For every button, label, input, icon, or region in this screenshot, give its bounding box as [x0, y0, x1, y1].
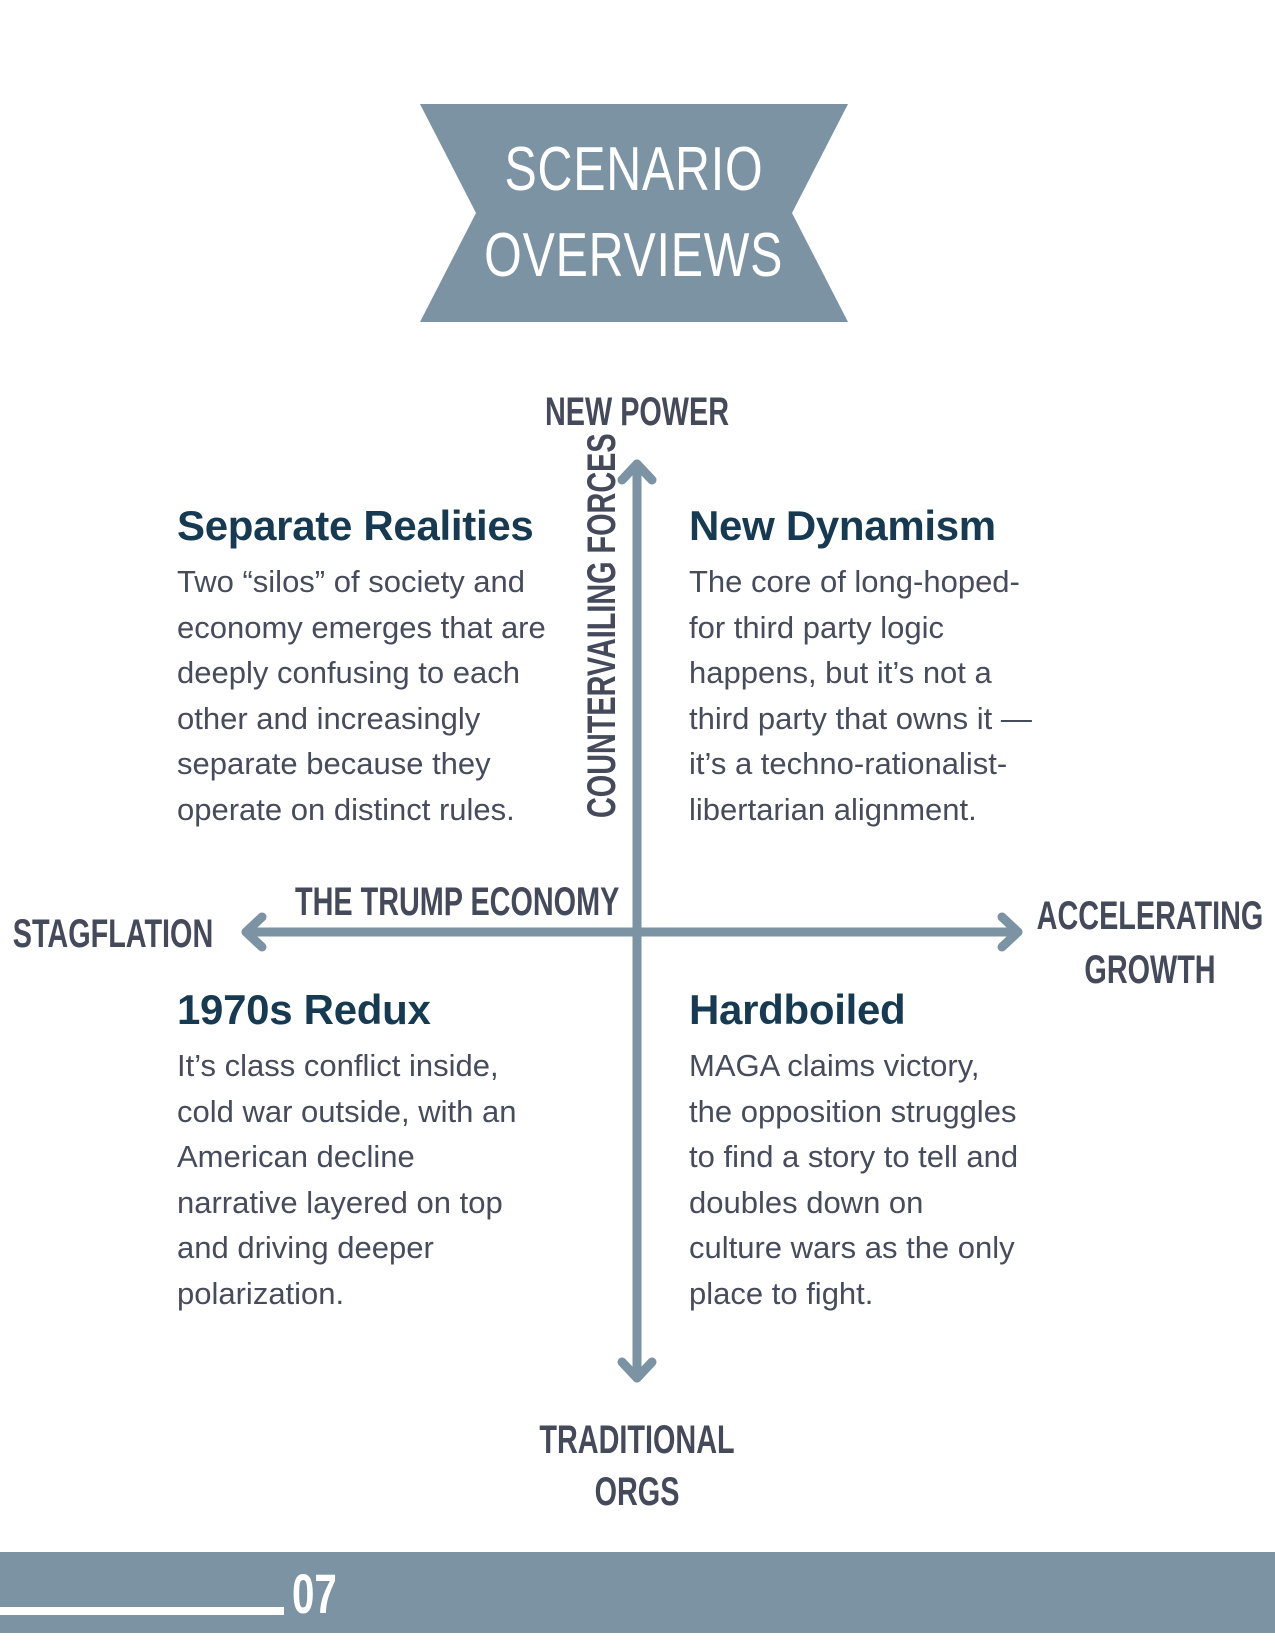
- quadrant-description: It’s class conflict inside, cold war out…: [177, 1048, 517, 1311]
- quadrant-1970s-redux: 1970s Redux It’s class conflict inside, …: [177, 985, 597, 1316]
- quadrant-description: Two “silos” of society and economy emerg…: [177, 564, 546, 827]
- arrow-left-icon: [241, 912, 267, 952]
- axis-label-bottom: TRADITIONAL ORGS: [539, 1418, 735, 1514]
- title-banner: SCENARIO OVERVIEWS: [420, 104, 848, 322]
- arrow-down-icon: [617, 1357, 657, 1383]
- page-number: 07: [292, 1562, 337, 1625]
- page-title: SCENARIO OVERVIEWS: [420, 104, 848, 322]
- ribbon-shape: [420, 104, 848, 322]
- quadrant-title: 1970s Redux: [177, 986, 431, 1033]
- horizontal-axis-name: THE TRUMP ECONOMY: [295, 880, 620, 924]
- quadrant-hardboiled: Hardboiled MAGA claims victory, the oppo…: [689, 985, 1109, 1316]
- arrow-up-icon: [617, 459, 657, 485]
- page-footer: 07: [0, 1552, 1275, 1633]
- axis-label-top: NEW POWER: [544, 390, 729, 434]
- axis-label-right: ACCELERATING GROWTH: [1036, 894, 1264, 992]
- footer-rule: [0, 1607, 284, 1615]
- quadrant-description: The core of long-hoped- for third party …: [689, 564, 1032, 827]
- page-title-line1: SCENARIO: [504, 135, 764, 204]
- quadrant-title: New Dynamism: [689, 502, 996, 549]
- quadrant-separate-realities: Separate Realities Two “silos” of societ…: [177, 501, 597, 832]
- quadrant-new-dynamism: New Dynamism The core of long-hoped- for…: [689, 501, 1109, 832]
- quadrant-description: MAGA claims victory, the opposition stru…: [689, 1048, 1019, 1311]
- arrow-right-icon: [997, 912, 1023, 952]
- quadrant-title: Hardboiled: [689, 986, 906, 1033]
- quadrant-title: Separate Realities: [177, 502, 534, 549]
- axis-label-left: STAGFLATION: [12, 912, 214, 956]
- page-title-line2: OVERVIEWS: [484, 221, 784, 290]
